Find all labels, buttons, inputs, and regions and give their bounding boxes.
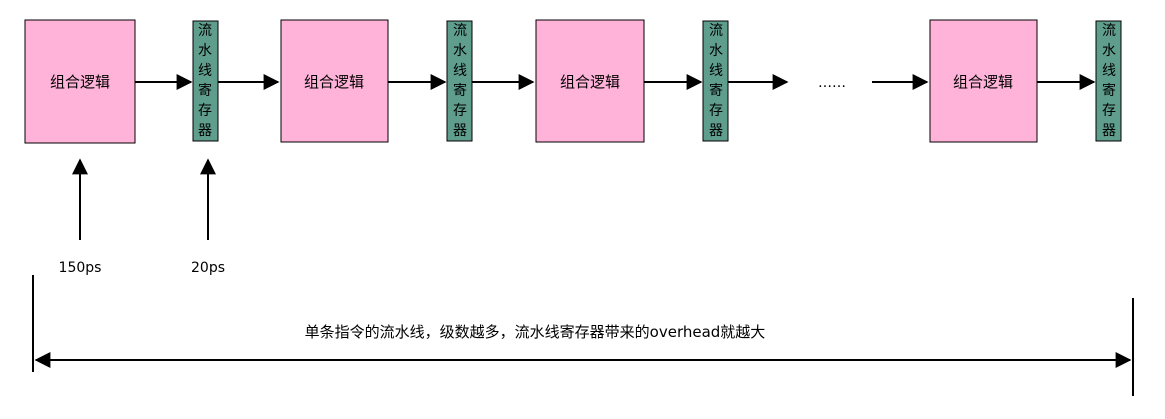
logic-block-4-label: 组合逻辑 — [953, 73, 1013, 91]
stage-3: 组合逻辑 流水线寄存器 — [535, 19, 729, 143]
register-delay-label: 20ps — [191, 260, 225, 276]
register-block-2 — [446, 20, 473, 142]
register-block-3-label: 流水线寄存器 — [709, 23, 723, 139]
register-block-4-label: 流水线寄存器 — [1102, 23, 1116, 139]
register-block-1-label: 流水线寄存器 — [198, 23, 212, 139]
logic-block-2-label: 组合逻辑 — [304, 73, 364, 91]
register-block-1 — [192, 20, 219, 142]
stage-4: 组合逻辑 流水线寄存器 — [929, 19, 1122, 143]
stage-2: 组合逻辑 流水线寄存器 — [280, 19, 473, 143]
logic-block-3-label: 组合逻辑 — [560, 73, 620, 91]
logic-block-2 — [280, 19, 389, 143]
register-block-4 — [1095, 20, 1122, 142]
register-block-2-label: 流水线寄存器 — [453, 23, 467, 139]
span-label: 单条指令的流水线，级数越多，流水线寄存器带来的overhead就越大 — [305, 323, 766, 341]
register-block-3 — [702, 20, 729, 142]
logic-delay-label: 150ps — [59, 260, 102, 276]
logic-block-1 — [24, 19, 136, 144]
stage-1: 组合逻辑 流水线寄存器 — [24, 19, 219, 144]
logic-block-1-label: 组合逻辑 — [50, 73, 110, 91]
logic-block-4 — [929, 19, 1038, 143]
ellipsis: …… — [818, 75, 846, 91]
